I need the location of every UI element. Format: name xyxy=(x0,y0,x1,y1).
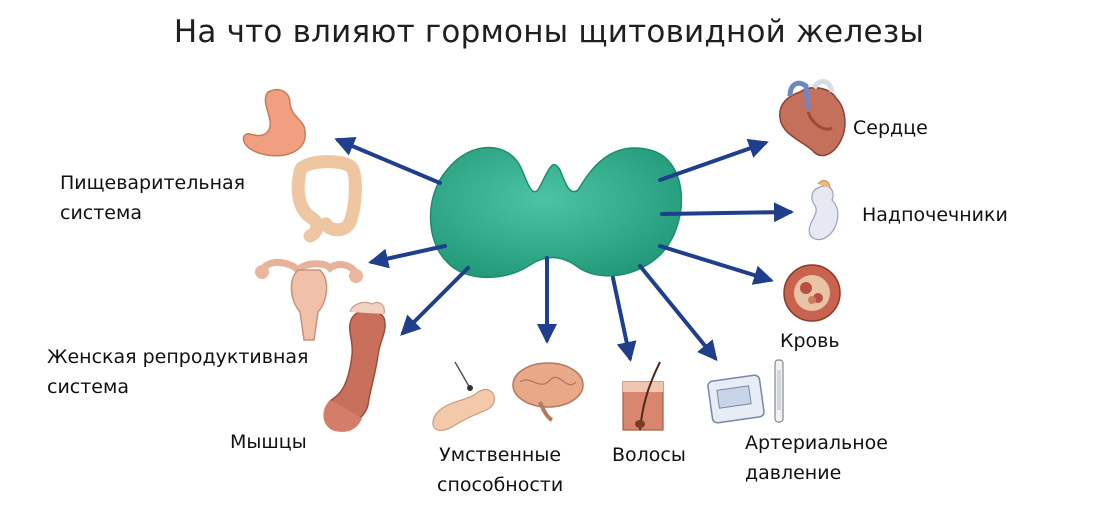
arrow-to-muscles xyxy=(400,266,470,336)
arrow-to-heart xyxy=(658,138,769,182)
arrow-to-pressure xyxy=(638,264,718,362)
label-digestive-line1: Пищеварительная xyxy=(60,172,246,194)
label-heart-line1: Сердце xyxy=(853,117,928,139)
arrow-to-digestive xyxy=(334,137,442,185)
label-digestive-line2: система xyxy=(60,202,142,224)
label-blood-line1: Кровь xyxy=(780,330,840,352)
label-pressure-line1: Артериальное xyxy=(745,432,888,454)
adrenal-gland-icon xyxy=(808,180,839,241)
label-blood-pressure: Артериальное давление xyxy=(745,428,888,488)
blood-pressure-monitor-icon xyxy=(707,359,784,424)
label-blood: Кровь xyxy=(780,326,840,356)
label-reproductive-line2: система xyxy=(47,376,129,398)
hair-follicle-icon xyxy=(622,361,664,431)
label-digestive-system: Пищеварительная система xyxy=(60,168,245,228)
label-pressure-line2: давление xyxy=(745,462,842,484)
arrow-to-hair xyxy=(611,276,637,362)
label-hair-line1: Волосы xyxy=(612,444,686,466)
brain-icon xyxy=(512,362,584,422)
label-mental-line2: способности xyxy=(437,474,564,496)
diagram-title: На что влияют гормоны щитовидной железы xyxy=(173,14,925,50)
label-reproductive-line1: Женская репродуктивная xyxy=(47,346,309,368)
blood-cell-icon xyxy=(783,264,841,322)
arrow-to-blood xyxy=(658,244,774,285)
uterus-icon xyxy=(255,259,363,341)
heart-icon xyxy=(779,79,846,157)
label-mental-line1: Умственные xyxy=(439,444,562,466)
muscle-arm-icon xyxy=(323,301,386,432)
label-heart: Сердце xyxy=(853,113,928,143)
stomach-icon xyxy=(242,88,306,157)
label-hair: Волосы xyxy=(612,440,686,470)
label-female-reproductive-system: Женская репродуктивная система xyxy=(47,342,308,402)
intestine-icon xyxy=(291,155,362,243)
neuron-icon xyxy=(432,361,495,431)
thyroid-gland-icon xyxy=(429,146,683,279)
label-adrenal-line1: Надпочечники xyxy=(862,204,1008,226)
label-muscles: Мышцы xyxy=(230,427,307,457)
arrow-to-reproductive xyxy=(368,244,447,269)
label-adrenal-glands: Надпочечники xyxy=(862,200,1008,230)
label-muscles-line1: Мышцы xyxy=(230,431,307,453)
label-mental-abilities: Умственные способности xyxy=(437,440,563,500)
arrow-to-adrenal xyxy=(660,202,794,223)
